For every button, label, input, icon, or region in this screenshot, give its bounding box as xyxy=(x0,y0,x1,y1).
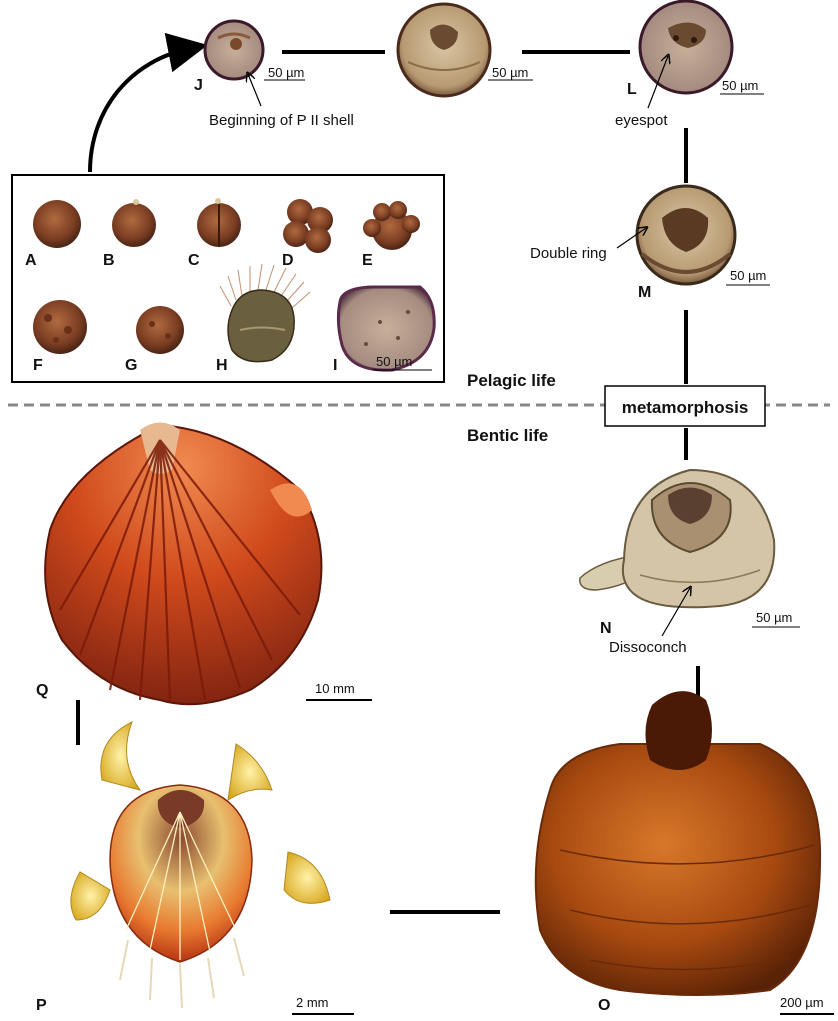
scale-label-q: 10 mm xyxy=(315,681,355,696)
panel-label-c: C xyxy=(188,252,200,269)
curved-arrow-to-j xyxy=(90,48,192,172)
scale-label-o: 200 µm xyxy=(780,995,824,1010)
scale-label-n: 50 µm xyxy=(756,610,792,625)
scale-label-i: 50 µm xyxy=(376,354,412,369)
stage-k-larva xyxy=(398,4,490,96)
panel-label-b: B xyxy=(103,252,115,269)
stage-a-embryo xyxy=(33,200,81,248)
panel-label-g: G xyxy=(125,357,137,374)
panel-label-e: E xyxy=(362,252,373,269)
panel-label-n: N xyxy=(600,620,612,637)
panel-label-f: F xyxy=(33,357,43,374)
panel-label-o: O xyxy=(598,997,610,1014)
scale-label-l: 50 µm xyxy=(722,78,758,93)
stage-p-juvenile-scallop xyxy=(71,722,330,1008)
annotation-double-ring: Double ring xyxy=(530,245,607,262)
stage-m-pediveliger xyxy=(637,186,735,284)
panel-label-m: M xyxy=(638,284,651,301)
panel-label-h: H xyxy=(216,357,228,374)
panel-label-j: J xyxy=(194,77,203,94)
panel-label-p: P xyxy=(36,997,47,1014)
panel-label-i: I xyxy=(333,357,337,374)
annotation-eyespot: eyespot xyxy=(615,112,668,129)
scale-label-j: 50 µm xyxy=(268,65,304,80)
scale-label-k: 50 µm xyxy=(492,65,528,80)
panel-label-q: Q xyxy=(36,682,48,699)
stage-q-adult-scallop xyxy=(45,423,321,705)
stage-f-embryo xyxy=(33,300,87,354)
annotation-dissoconch: Dissoconch xyxy=(609,639,687,656)
panel-label-l: L xyxy=(627,81,637,98)
stage-j-larva xyxy=(205,21,263,79)
panel-label-d: D xyxy=(282,252,294,269)
stage-l-larva xyxy=(640,1,732,93)
annotation-beginning-pii: Beginning of P II shell xyxy=(209,112,354,129)
panel-label-a: A xyxy=(25,252,37,269)
stage-g-embryo xyxy=(136,306,184,354)
stage-n-postlarva xyxy=(580,470,774,607)
stage-o-juvenile xyxy=(536,691,820,995)
scale-label-m: 50 µm xyxy=(730,268,766,283)
label-pelagic-life: Pelagic life xyxy=(467,371,556,390)
label-benthic-life: Bentic life xyxy=(467,426,548,445)
scale-label-p: 2 mm xyxy=(296,995,329,1010)
label-metamorphosis: metamorphosis xyxy=(622,398,749,417)
pointer-arrow-pii xyxy=(248,74,261,106)
